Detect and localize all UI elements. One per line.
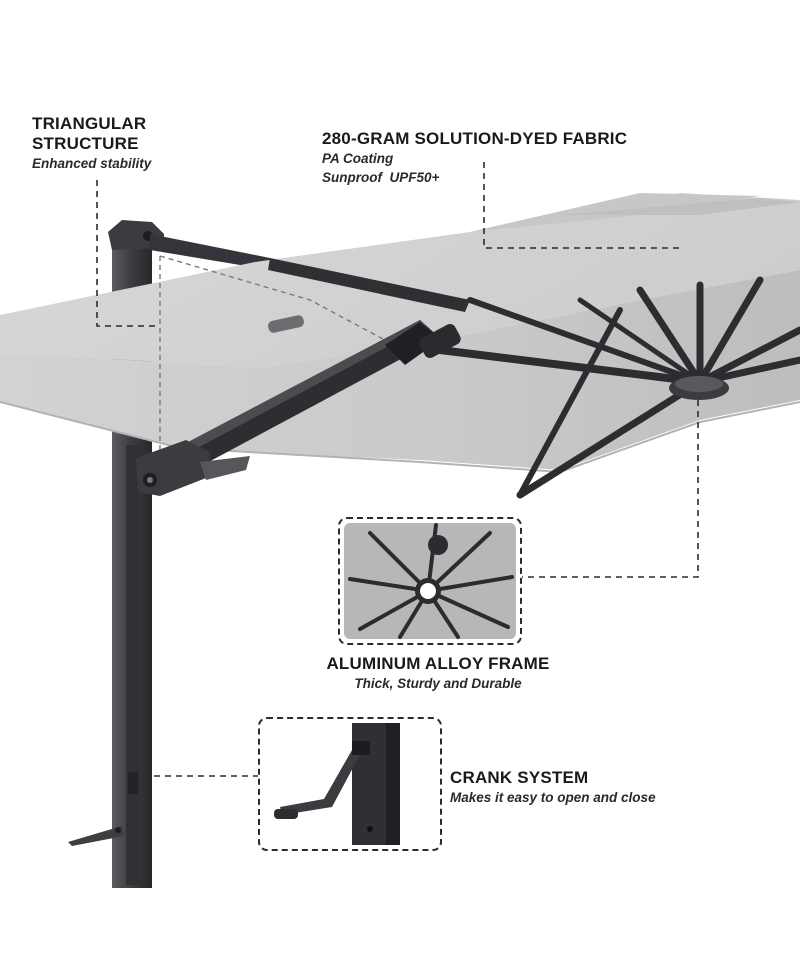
aluminum-frame-closeup	[344, 523, 516, 639]
frame-ribs	[436, 276, 800, 499]
canopy-underside	[0, 270, 800, 470]
frame-closeup-inset	[338, 517, 522, 645]
crank-closeup-inset	[258, 717, 442, 851]
frame-subtitle: Thick, Sturdy and Durable	[354, 676, 522, 691]
triangular-title-line1: TRIANGULAR	[32, 114, 147, 133]
crank-title: CRANK SYSTEM	[450, 768, 589, 787]
fabric-line2: Sunproof UPF50+	[322, 170, 440, 185]
crank-callout: CRANK SYSTEM Makes it easy to open and c…	[450, 768, 656, 807]
crank-handle-closeup	[274, 723, 400, 845]
arm-pivot	[136, 440, 250, 496]
fabric-title: 280-GRAM SOLUTION-DYED FABRIC	[322, 129, 628, 148]
triangular-subtitle: Enhanced stability	[32, 156, 152, 171]
triangular-title-line2: STRUCTURE	[32, 134, 139, 153]
frame-title: ALUMINUM ALLOY FRAME	[326, 654, 550, 673]
crank-subtitle: Makes it easy to open and close	[450, 790, 656, 805]
frame-callout: ALUMINUM ALLOY FRAME Thick, Sturdy and D…	[318, 654, 558, 693]
triangular-head	[108, 220, 270, 270]
fabric-callout: 280-GRAM SOLUTION-DYED FABRIC PA Coating…	[322, 129, 627, 187]
crank-on-pole	[128, 772, 138, 794]
fabric-line1: PA Coating	[322, 151, 394, 166]
canopy-hub	[669, 376, 729, 400]
cantilever-arm	[140, 258, 470, 488]
callout-connectors	[96, 162, 699, 777]
canopy-top	[0, 193, 800, 368]
triangular-structure-callout: TRIANGULAR STRUCTURE Enhanced stability	[32, 114, 151, 173]
